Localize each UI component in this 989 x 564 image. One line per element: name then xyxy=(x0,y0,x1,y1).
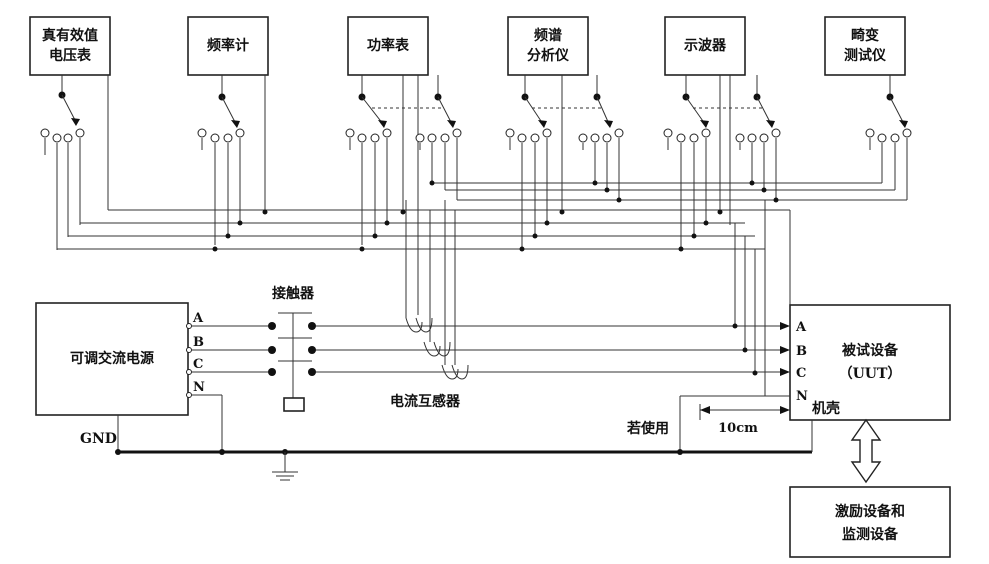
uut-terminal-c: C xyxy=(796,366,806,381)
instrument-power-meter: 功率表 xyxy=(347,16,429,76)
uut-label: 被试设备 xyxy=(842,342,899,359)
gnd-label: GND xyxy=(80,431,117,447)
uut-terminal-a: A xyxy=(795,320,807,335)
instrument-spectrum-analyzer: 频谱 分析仪 xyxy=(507,16,589,76)
instrument-label: 畸变 xyxy=(851,27,879,44)
phase-label-c: C xyxy=(193,357,203,372)
excitation-monitoring-box: 激励设备和 监测设备 xyxy=(789,486,951,558)
ground-bus: GND xyxy=(80,415,813,481)
excitation-label-sub: 监测设备 xyxy=(842,526,899,543)
phase-label-a: A xyxy=(192,311,204,326)
instrument-label: 频谱 xyxy=(534,27,562,44)
instrument-label: 电压表 xyxy=(49,47,92,64)
instrument-label: 示波器 xyxy=(684,37,727,54)
chassis-label: 机壳 xyxy=(812,400,840,417)
instrument-rms-voltmeter: 真有效值 电压表 xyxy=(29,16,111,76)
phase-label-b: B xyxy=(193,335,204,350)
ac-power-source: 可调交流电源 A B C N xyxy=(35,302,205,416)
ct-label: 电流互感器 xyxy=(390,393,461,410)
instrument-frequency-meter: 频率计 xyxy=(187,16,269,76)
instrument-label: 频率计 xyxy=(207,37,249,54)
instrument-label: 真有效值 xyxy=(42,27,98,44)
instrument-distortion-tester: 畸变 测试仪 xyxy=(824,16,906,76)
phase-lines xyxy=(192,322,790,452)
optional-note: 若使用 xyxy=(626,420,669,437)
excitation-label: 激励设备和 xyxy=(835,503,905,520)
measurement-buses xyxy=(57,180,907,396)
uut-box: A B C N 被试设备 （UUT） 机壳 xyxy=(789,304,951,421)
phase-label-n: N xyxy=(193,380,205,395)
uut-label-sub: （UUT） xyxy=(839,366,902,382)
instrument-label: 功率表 xyxy=(367,37,410,54)
distance-label: 10cm xyxy=(718,421,758,436)
distance-marker: 10cm 若使用 xyxy=(626,395,790,452)
uut-terminal-n: N xyxy=(796,389,808,404)
contactor: 接触器 xyxy=(268,285,316,412)
instrument-label: 分析仪 xyxy=(527,47,570,64)
current-transformers: 电流互感器 xyxy=(390,317,469,410)
selector-switches xyxy=(58,75,908,315)
instrument-oscilloscope: 示波器 xyxy=(664,16,746,76)
contactor-label: 接触器 xyxy=(272,285,315,302)
instrument-label: 测试仪 xyxy=(844,47,887,64)
source-label: 可调交流电源 xyxy=(70,350,154,367)
uut-terminal-b: B xyxy=(796,344,807,359)
bidirectional-arrow xyxy=(850,418,882,484)
